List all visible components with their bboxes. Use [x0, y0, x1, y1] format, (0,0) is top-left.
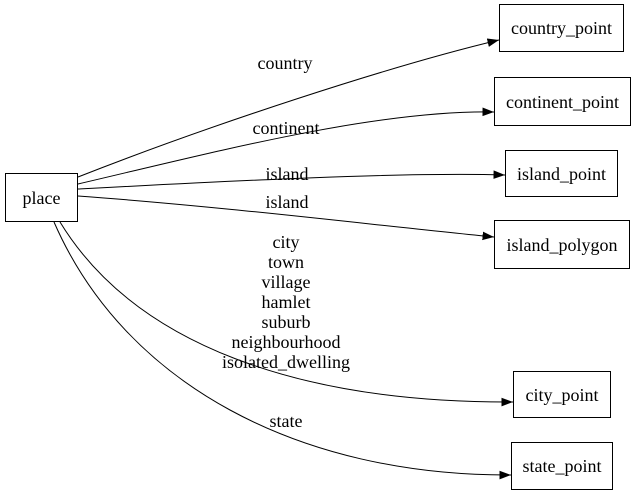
edge-label-island-2: island	[265, 192, 309, 212]
node-state-point: state_point	[511, 442, 613, 490]
node-island-polygon-label: island_polygon	[506, 234, 618, 255]
edge-label-continent: continent	[252, 118, 320, 138]
node-city-point: city_point	[513, 371, 611, 418]
node-island-point-label: island_point	[517, 163, 606, 184]
edge-place-state-point	[53, 221, 512, 480]
node-country-point-label: country_point	[511, 18, 612, 38]
node-continent-point: continent_point	[494, 77, 631, 126]
node-place-label: place	[22, 187, 61, 208]
edge-place-city-point	[59, 221, 514, 407]
node-state-point-label: state_point	[522, 456, 602, 476]
edge-label-city-group: city town village hamlet suburb neighbou…	[222, 232, 350, 372]
edge-place-country-point	[77, 38, 500, 178]
edge-place-island-point	[77, 170, 506, 190]
edge-label-island-1: island	[265, 164, 309, 184]
edge-label-country: country	[257, 53, 313, 73]
node-city-point-label: city_point	[525, 384, 599, 405]
node-island-point: island_point	[505, 150, 618, 197]
edge-place-continent-point	[77, 107, 495, 185]
node-country-point: country_point	[499, 4, 624, 52]
node-continent-point-label: continent_point	[506, 91, 619, 112]
edge-place-island-polygon	[77, 195, 495, 241]
edge-label-state: state	[269, 411, 303, 431]
node-place: place	[5, 173, 78, 222]
node-island-polygon: island_polygon	[494, 220, 630, 269]
